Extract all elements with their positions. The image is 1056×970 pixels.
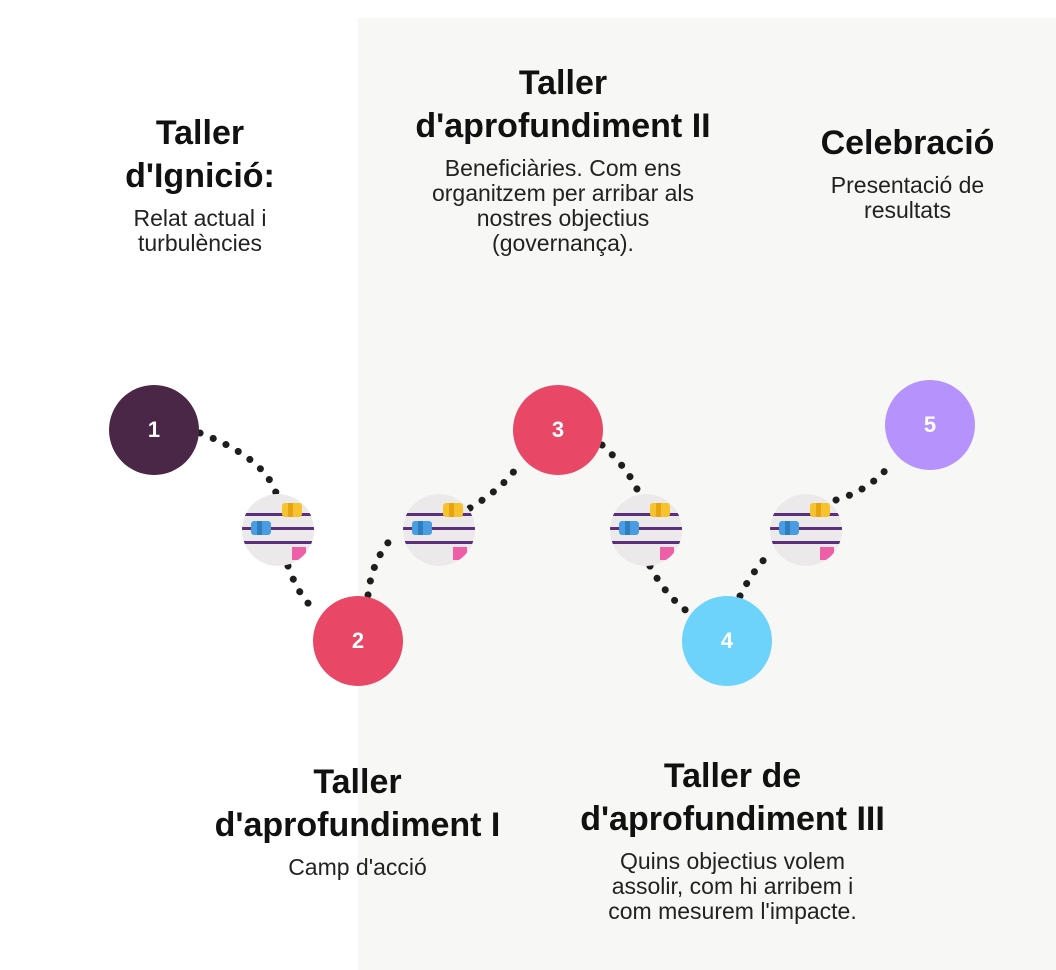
connector-4-5 [736,461,894,600]
step-3-description: Beneficiàries. Com ens organitzem per ar… [431,155,695,256]
step-2-text: Taller d'aprofundiment I Camp d'acció [185,761,530,880]
step-number-4: 4 [720,628,734,653]
step-node-3: 3 [513,385,603,475]
equalizer-sliders-icon [403,494,475,566]
step-number-1: 1 [147,417,161,442]
step-1-description: Relat actual i turbulències [133,205,267,256]
equalizer-sliders-icon [610,494,682,566]
step-4-description: Quins objectius volem assolir, com hi ar… [608,848,857,924]
step-5-description: Presentació de resultats [830,172,985,223]
connector-1-2 [196,429,322,616]
step-4-text: Taller de d'aprofundiment III Quins obje… [540,755,925,924]
step-1-text: Taller d'Ignició: Relat actual i turbulè… [90,112,310,256]
step-number-5: 5 [923,412,937,437]
step-2-description: Camp d'acció [288,854,427,880]
background-panel [358,18,1056,970]
step-node-2: 2 [313,596,403,686]
step-5-text: Celebració Presentació de resultats [785,122,1030,223]
equalizer-sliders-icon [242,494,314,566]
step-3-title: Taller d'aprofundiment II [415,64,711,145]
step-4-title: Taller de d'aprofundiment III [580,757,885,838]
equalizer-sliders-icon [770,494,842,566]
step-node-5: 5 [885,380,975,470]
step-number-3: 3 [551,417,565,442]
connector-2-3 [364,466,519,599]
step-number-2: 2 [351,628,365,653]
step-node-1: 1 [109,385,199,475]
step-1-title: Taller d'Ignició: [125,114,275,195]
step-5-title: Celebració [820,124,995,162]
connector-3-4 [598,441,692,616]
step-node-4: 4 [682,596,772,686]
step-2-title: Taller d'aprofundiment I [214,763,501,844]
step-3-text: Taller d'aprofundiment II Beneficiàries.… [368,62,758,256]
